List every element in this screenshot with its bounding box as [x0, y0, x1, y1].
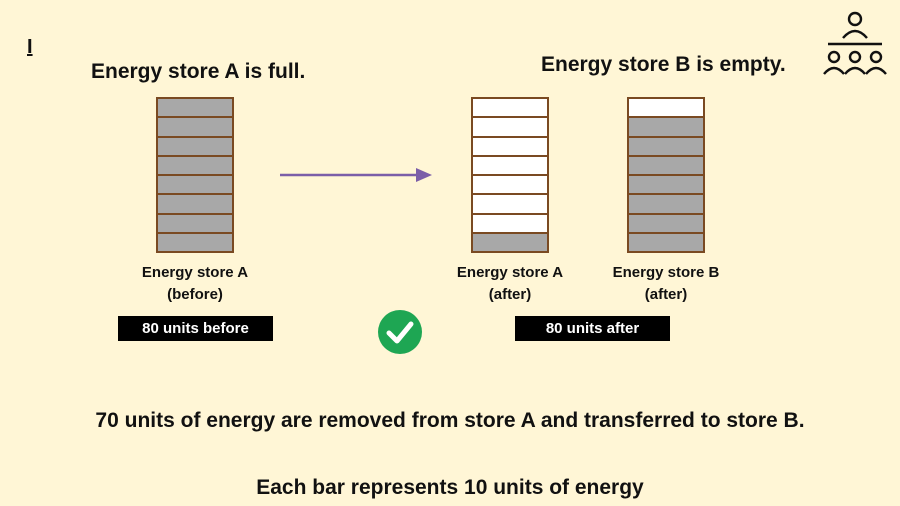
energy-bar-filled — [158, 214, 232, 234]
energy-bar-empty — [473, 195, 547, 215]
heading-store-b: Energy store B is empty. — [541, 53, 786, 76]
bar-value-statement: Each bar represents 10 units of energy — [256, 476, 644, 499]
caption-line2: (after) — [644, 286, 688, 303]
energy-bar-filled — [629, 118, 703, 138]
energy-bar-filled — [158, 156, 232, 176]
slide-marker: I — [27, 36, 33, 58]
energy-bar-empty — [473, 118, 547, 138]
energy-bar-empty — [629, 99, 703, 119]
energy-bar-filled — [158, 137, 232, 157]
caption-line2: (before) — [167, 286, 223, 303]
energy-bar-filled — [158, 176, 232, 196]
energy-bar-filled — [158, 233, 232, 251]
energy-bar-empty — [473, 214, 547, 234]
energy-bar-filled — [629, 233, 703, 251]
caption-line1: Energy store A — [456, 264, 564, 281]
energy-bar-filled — [158, 118, 232, 138]
energy-bar-empty — [473, 99, 547, 119]
caption-store-a-after: Energy store A (after) — [435, 262, 585, 306]
energy-bar-filled — [629, 195, 703, 215]
caption-line1: Energy store B — [612, 264, 720, 281]
group-people-icon — [823, 11, 887, 75]
units-before-box: 80 units before — [118, 316, 273, 341]
energy-store-b-after — [627, 97, 705, 253]
energy-bar-filled — [629, 156, 703, 176]
energy-bar-empty — [473, 156, 547, 176]
arrow-right-icon — [280, 168, 432, 182]
energy-bar-empty — [473, 176, 547, 196]
transfer-statement: 70 units of energy are removed from stor… — [95, 409, 805, 432]
energy-store-a-before — [156, 97, 234, 253]
energy-bar-filled — [629, 176, 703, 196]
energy-bar-filled — [158, 195, 232, 215]
caption-store-b-after: Energy store B (after) — [591, 262, 741, 306]
energy-bar-filled — [473, 233, 547, 251]
energy-bar-filled — [158, 99, 232, 119]
units-after-box: 80 units after — [515, 316, 670, 341]
energy-bar-filled — [629, 214, 703, 234]
energy-bar-empty — [473, 137, 547, 157]
caption-store-a-before: Energy store A (before) — [120, 262, 270, 306]
heading-store-a: Energy store A is full. — [91, 60, 306, 83]
check-circle-icon — [378, 310, 422, 354]
caption-line2: (after) — [488, 286, 532, 303]
caption-line1: Energy store A — [141, 264, 249, 281]
energy-store-a-after — [471, 97, 549, 253]
energy-bar-filled — [629, 137, 703, 157]
